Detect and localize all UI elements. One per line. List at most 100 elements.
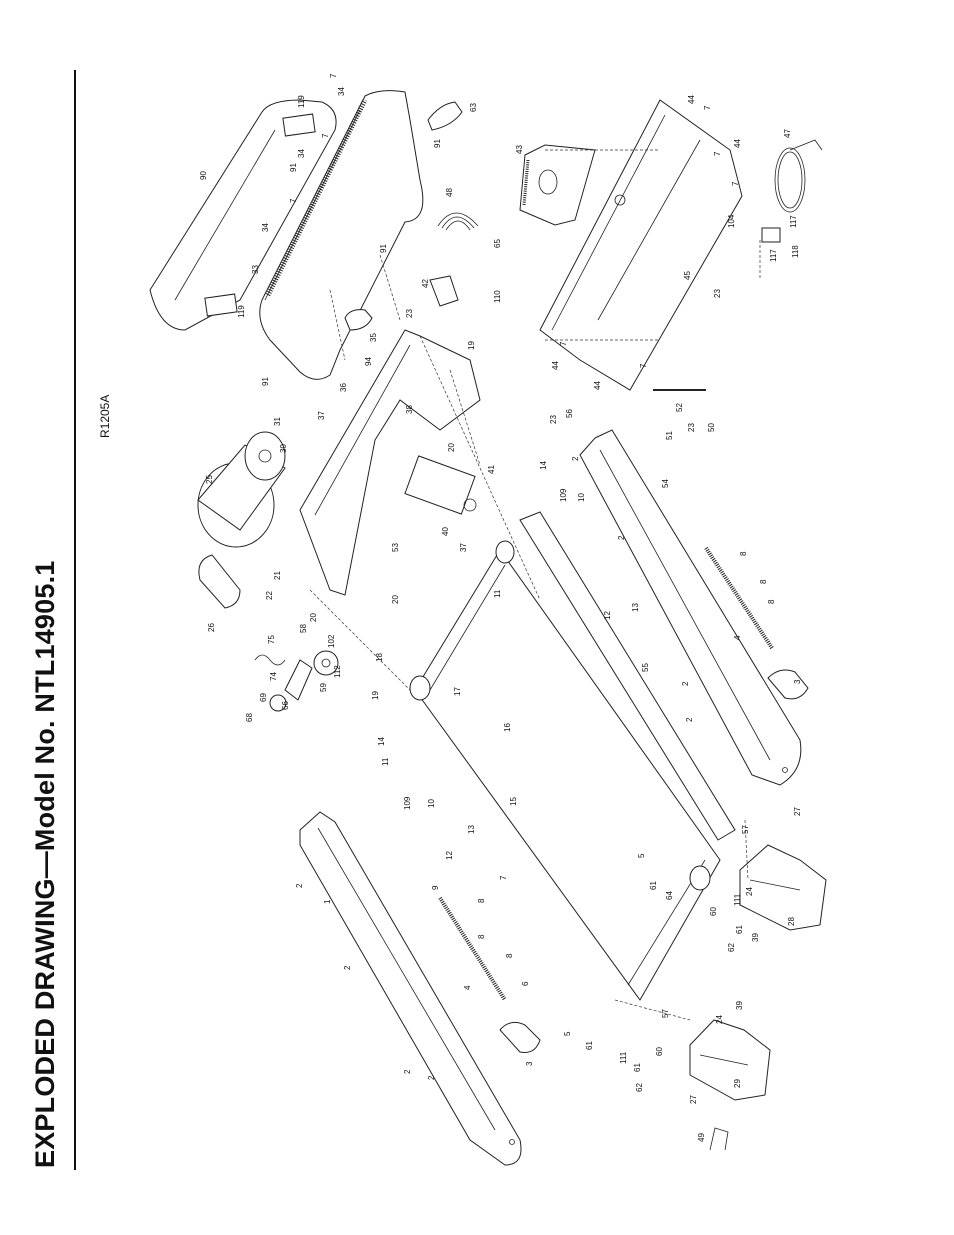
callout-label: 13 xyxy=(631,603,640,612)
callout-label: 68 xyxy=(245,713,254,722)
callout-label: 91 xyxy=(433,139,442,148)
callout-label: 39 xyxy=(751,933,760,942)
callout-label: 62 xyxy=(727,943,736,952)
callout-label: 6 xyxy=(521,981,530,986)
callout-label: 65 xyxy=(493,239,502,248)
callout-label: 52 xyxy=(675,403,684,412)
callout-label: 9 xyxy=(431,885,440,890)
callout-label: 119 xyxy=(237,305,246,318)
walking-belt-part xyxy=(409,540,721,1001)
callout-label: 111 xyxy=(619,1051,628,1064)
callout-label: 8 xyxy=(477,934,486,939)
callout-label: 61 xyxy=(735,925,744,934)
callout-label: 27 xyxy=(793,807,802,816)
callout-label: 50 xyxy=(707,423,716,432)
callout-label: 2 xyxy=(403,1069,412,1074)
callout-label: 109 xyxy=(559,488,568,502)
circuit-breaker-part xyxy=(761,227,781,243)
callout-label: 61 xyxy=(649,881,658,890)
controller-board-part xyxy=(519,144,596,226)
callout-label: 35 xyxy=(369,333,378,342)
callout-label: 2 xyxy=(617,535,626,540)
callout-label: 10 xyxy=(577,493,586,502)
callout-label: 11 xyxy=(493,589,502,598)
callout-label: 61 xyxy=(633,1063,642,1072)
motor-part xyxy=(404,455,477,515)
callout-label: 74 xyxy=(269,672,278,681)
callout-label: 22 xyxy=(265,591,274,600)
callout-label: 2 xyxy=(681,681,690,686)
callout-label: 13 xyxy=(467,825,476,834)
callout-label: 44 xyxy=(593,381,602,390)
callout-label: 3 xyxy=(525,1061,534,1066)
callout-label: 91 xyxy=(261,377,270,386)
motor-hood-part xyxy=(149,99,337,331)
callout-label: 49 xyxy=(697,1133,706,1142)
callout-label: 2 xyxy=(295,883,304,888)
callout-label: 57 xyxy=(741,825,750,834)
callout-label: 7 xyxy=(703,105,712,110)
callout-label: 63 xyxy=(469,103,478,112)
callout-label: 94 xyxy=(364,357,373,366)
callout-label: 8 xyxy=(505,953,514,958)
callout-label: 8 xyxy=(767,599,776,604)
callout-label: 34 xyxy=(337,87,346,96)
callout-label: 117 xyxy=(789,215,798,228)
assembly-lines xyxy=(309,149,761,1021)
callout-label: 19 xyxy=(371,691,380,700)
callout-label: 57 xyxy=(661,1009,670,1018)
callout-label: 24 xyxy=(715,1015,724,1024)
callout-label: 21 xyxy=(273,571,282,580)
upright-base-part xyxy=(259,90,463,380)
callout-label: 16 xyxy=(503,723,512,732)
callout-label: 43 xyxy=(515,145,524,154)
end-cap-right xyxy=(767,669,809,700)
callout-label: 14 xyxy=(377,737,386,746)
callout-label: 2 xyxy=(343,965,352,970)
callout-label: 8 xyxy=(739,551,748,556)
callout-label: 34 xyxy=(297,149,306,158)
left-rail-part xyxy=(299,811,522,1166)
callout-label: 55 xyxy=(641,663,650,672)
callout-label: 51 xyxy=(665,431,674,440)
frame-rail-part xyxy=(519,511,736,841)
callout-label: 8 xyxy=(759,579,768,584)
title-rule xyxy=(74,70,76,1170)
callout-label: 61 xyxy=(585,1041,594,1050)
callout-label: 7 xyxy=(731,181,740,186)
callout-label: 109 xyxy=(403,796,412,810)
callout-label: 12 xyxy=(603,611,612,620)
callout-label: 48 xyxy=(445,188,454,197)
callout-label: 58 xyxy=(299,624,308,633)
callout-label: 66 xyxy=(281,701,290,710)
callout-label: 60 xyxy=(709,907,718,916)
drive-belt-part xyxy=(198,554,241,609)
callout-label: 112 xyxy=(333,665,342,678)
callout-label: 91 xyxy=(289,163,298,172)
callout-label: 7 xyxy=(329,73,338,78)
callout-label: 102 xyxy=(327,634,336,648)
callout-label: 44 xyxy=(733,139,742,148)
callout-label: 53 xyxy=(391,543,400,552)
callout-label: 60 xyxy=(655,1047,664,1056)
tread-strip-left xyxy=(438,896,507,1002)
end-cap-left xyxy=(499,1021,541,1053)
callout-label: 11 xyxy=(381,757,390,766)
rear-foot-left xyxy=(689,1019,771,1101)
callout-label: 40 xyxy=(441,527,450,536)
callout-label: 15 xyxy=(509,797,518,806)
callout-label: 31 xyxy=(273,417,282,426)
callout-label: 7 xyxy=(499,875,508,880)
motor-base-part xyxy=(539,99,743,391)
callout-label: 110 xyxy=(493,290,502,303)
callout-label: 23 xyxy=(687,423,696,432)
callout-labels: 7 34 119 63 90 7 34 91 91 7 34 91 33 48 … xyxy=(199,73,802,1142)
callout-label: 25 xyxy=(205,475,214,484)
callout-label: 14 xyxy=(539,461,548,470)
callout-label: 19 xyxy=(467,341,476,350)
rear-foot-right xyxy=(739,844,827,931)
callout-label: 8 xyxy=(477,898,486,903)
callout-label: 41 xyxy=(487,465,496,474)
callout-label: 18 xyxy=(375,653,384,662)
callout-label: 37 xyxy=(317,411,326,420)
